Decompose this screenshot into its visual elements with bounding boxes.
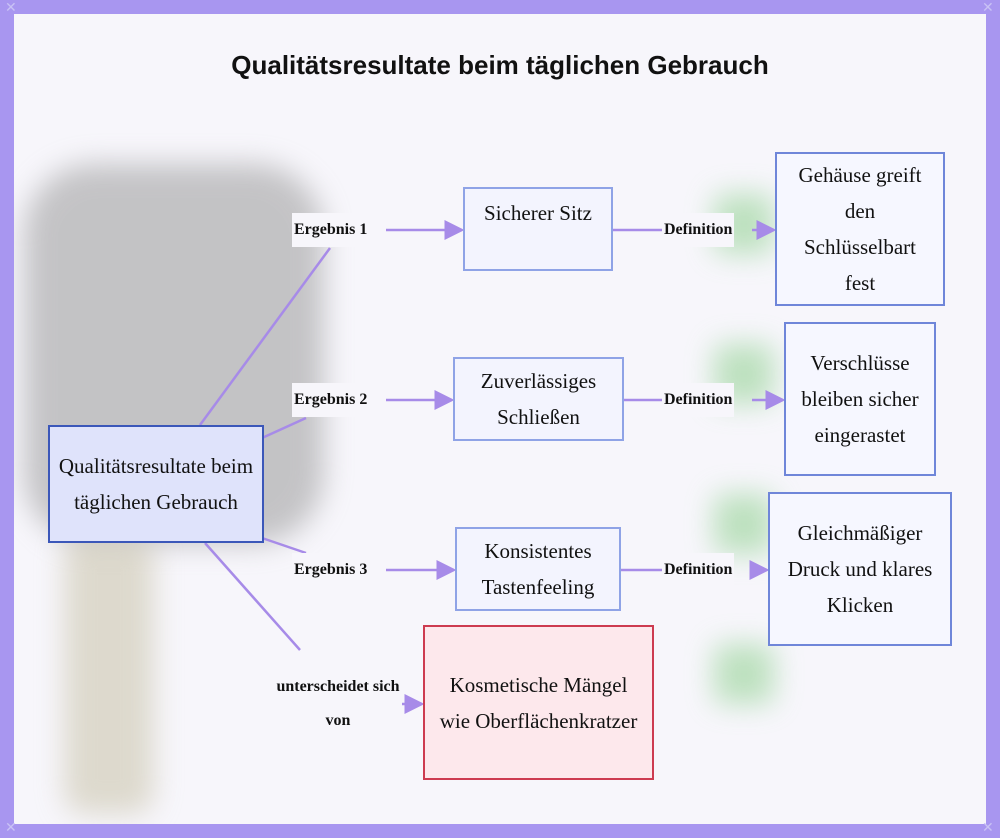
central-node-label: Qualitätsresultate beim täglichen Gebrau…: [58, 454, 254, 514]
result-node-3: Konsistentes Tastenfeeling: [455, 527, 621, 611]
result-node-2: Zuverlässiges Schließen: [453, 357, 624, 441]
definition-node-2: Verschlüsse bleiben sicher eingerastet: [784, 322, 936, 476]
central-node: Qualitätsresultate beim täglichen Gebrau…: [48, 425, 264, 543]
edge-label-contrast: unterscheidet sich von: [274, 670, 402, 738]
edge-central-to-ergebnis-2: [261, 416, 307, 440]
definition-label-1: Definition: [662, 213, 735, 247]
contrast-node: Kosmetische Mängel wie Oberflächenkratze…: [423, 625, 654, 780]
edge-central-to-contrast: [204, 542, 301, 651]
edge-label-ergebnis-1: Ergebnis 1: [292, 213, 370, 247]
background-key-blade: [64, 534, 154, 814]
edge-label-ergebnis-3: Ergebnis 3: [292, 553, 370, 587]
result-node-1: Sicherer Sitz: [463, 187, 613, 271]
definition-node-1-text: Gehäuse greift den Schlüsselbart fest: [798, 163, 922, 295]
diagram-title: Qualitätsresultate beim täglichen Gebrau…: [231, 50, 769, 80]
edge-central-to-ergebnis-1: [198, 247, 332, 426]
definition-node-3-text: Gleichmäßiger Druck und klares Klicken: [787, 521, 933, 617]
result-node-3-label: Konsistentes Tastenfeeling: [481, 539, 595, 599]
definition-node-3: Gleichmäßiger Druck und klares Klicken: [768, 492, 952, 646]
definition-node-2-text: Verschlüsse bleiben sicher eingerastet: [801, 351, 919, 447]
definition-label-3: Definition: [662, 553, 735, 587]
corner-x-icon: ✕: [5, 0, 17, 16]
result-node-2-label: Zuverlässiges Schließen: [480, 369, 597, 429]
corner-x-icon: ✕: [982, 820, 994, 836]
corner-x-icon: ✕: [982, 0, 994, 16]
corner-x-icon: ✕: [5, 820, 17, 836]
edge-central-to-ergebnis-3: [261, 536, 307, 555]
contrast-node-text: Kosmetische Mängel wie Oberflächenkratze…: [439, 672, 638, 733]
background-checkbox: [714, 494, 774, 554]
definition-label-2: Definition: [662, 383, 735, 417]
result-node-1-label: Sicherer Sitz: [484, 201, 592, 225]
definition-node-1: Gehäuse greift den Schlüsselbart fest: [775, 152, 945, 306]
background-checkbox: [714, 644, 774, 704]
edge-label-ergebnis-2: Ergebnis 2: [292, 383, 370, 417]
